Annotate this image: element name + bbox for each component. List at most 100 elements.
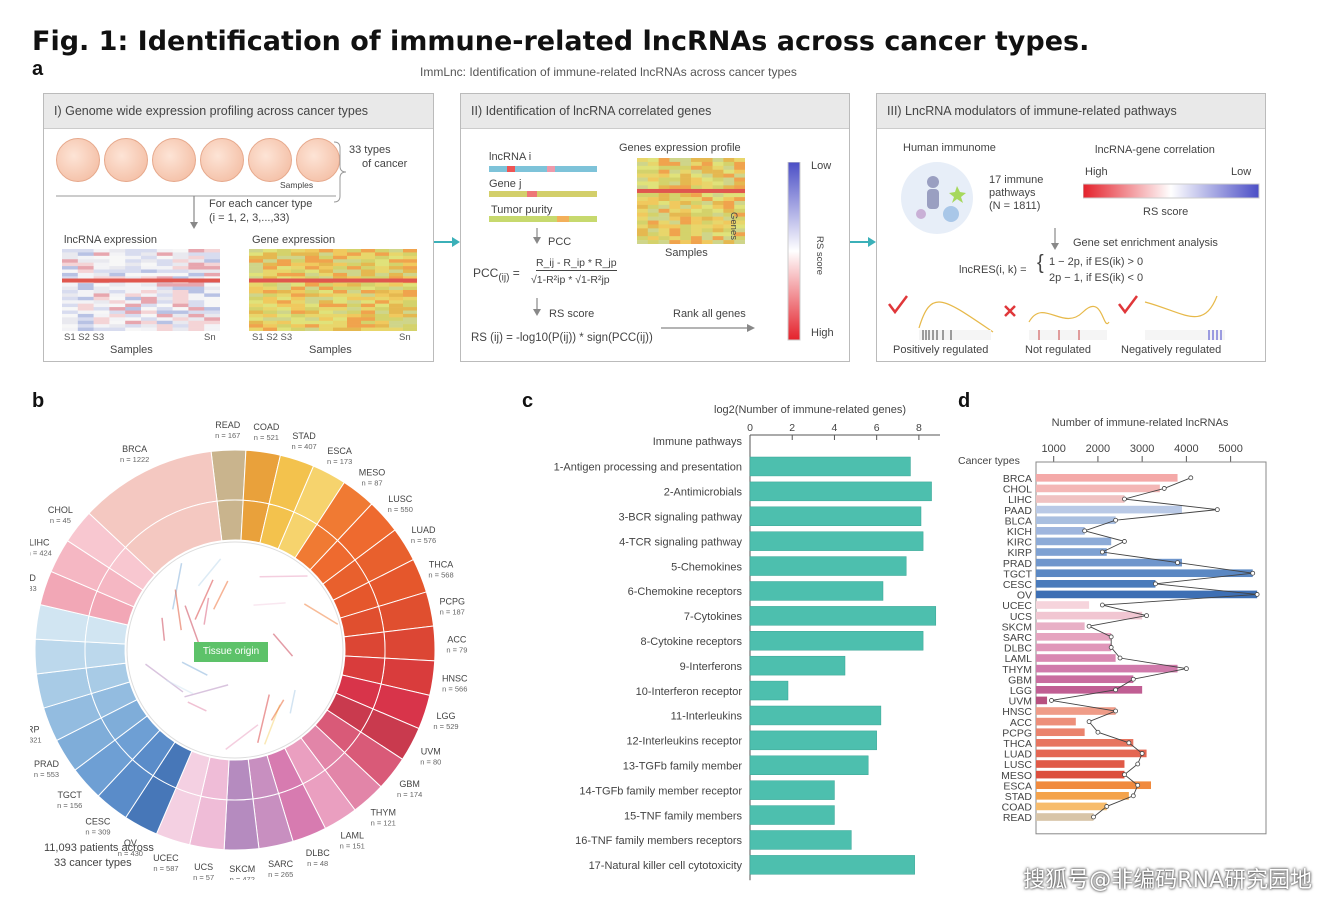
circos-cancer-n: n = 430 bbox=[118, 849, 143, 858]
heat-cell bbox=[691, 165, 703, 171]
heat-cell bbox=[62, 266, 79, 270]
heat-cell bbox=[62, 317, 79, 322]
chart-d-point bbox=[1183, 666, 1189, 672]
heat-cell bbox=[701, 177, 713, 182]
heat-cell bbox=[734, 197, 745, 202]
heat-cell bbox=[669, 224, 681, 229]
heat-cell bbox=[93, 303, 110, 308]
heat-cell bbox=[62, 262, 79, 267]
heat-cell bbox=[403, 262, 417, 267]
chart-d-bar bbox=[1036, 580, 1156, 588]
heat-cell bbox=[691, 204, 703, 210]
circos-cancer-label: LUSC bbox=[388, 494, 413, 504]
chart-c-bar bbox=[749, 805, 835, 825]
heat-cell bbox=[156, 249, 173, 253]
heat-cell bbox=[291, 293, 306, 298]
heat-cell bbox=[263, 290, 278, 294]
heat-cell bbox=[669, 177, 681, 182]
panel-b-footer-2: 33 cancer types bbox=[54, 857, 132, 869]
heat-cell bbox=[277, 259, 292, 263]
heat-cell bbox=[319, 313, 334, 318]
box2-arrows bbox=[533, 228, 755, 332]
heat-cell bbox=[77, 283, 94, 287]
chart-d-bar bbox=[1036, 686, 1143, 694]
circos-cancer-n: n = 183 bbox=[30, 584, 37, 593]
heat-cell bbox=[249, 300, 264, 304]
heat-cell bbox=[347, 320, 362, 325]
heat-cell bbox=[389, 266, 404, 270]
heat-cell bbox=[204, 296, 220, 301]
heat-cell bbox=[361, 255, 376, 260]
heat-cell bbox=[375, 249, 390, 253]
heat-cell bbox=[277, 310, 292, 315]
heat-cell bbox=[375, 313, 390, 318]
chart-c-bar bbox=[749, 531, 924, 551]
heat-cell bbox=[637, 240, 649, 244]
chart-d-point bbox=[1099, 549, 1105, 555]
heat-cell bbox=[691, 169, 703, 174]
heat-cell bbox=[680, 165, 692, 171]
heat-cell bbox=[156, 303, 173, 308]
chart-d-point bbox=[1122, 539, 1127, 544]
heat-cell bbox=[347, 276, 362, 281]
heat-cell bbox=[305, 303, 320, 308]
heat-cell bbox=[712, 208, 724, 214]
heat-cell bbox=[691, 181, 703, 186]
chart-c-tick-label: 6 bbox=[874, 422, 880, 434]
heat-cell bbox=[361, 269, 376, 274]
heat-cell bbox=[347, 296, 362, 301]
heat-cell bbox=[723, 240, 735, 244]
heat-cell bbox=[249, 296, 264, 301]
box1-lines bbox=[56, 141, 347, 229]
es-case-2: 2p − 1, if ES(ik) < 0 bbox=[1049, 272, 1144, 284]
heat-cell bbox=[389, 276, 404, 281]
heat-cell bbox=[319, 283, 334, 287]
chart-d-bar bbox=[1036, 781, 1151, 790]
heat-cell bbox=[204, 320, 220, 325]
heat-cell bbox=[188, 262, 205, 267]
chart-d-category-label: READ bbox=[1003, 812, 1033, 824]
chart-d-bar bbox=[1036, 717, 1076, 726]
heat-cell bbox=[691, 201, 703, 206]
heat-cell bbox=[172, 300, 189, 304]
heat-cell bbox=[263, 266, 278, 270]
circos-cancer-label: PAAD bbox=[30, 573, 36, 583]
heat-cell bbox=[319, 320, 334, 325]
heat-cell bbox=[680, 224, 692, 229]
chart-c-category-label: 16-TNF family members receptors bbox=[575, 835, 742, 847]
chart-c-tick-label: 2 bbox=[789, 422, 795, 434]
heat-cell bbox=[658, 161, 670, 167]
chart-c-tick-label: 4 bbox=[832, 422, 838, 434]
panel-a-box3: III) LncRNA modulators of immune-related… bbox=[876, 93, 1266, 362]
circos-cancer-n: n = 151 bbox=[340, 842, 365, 851]
highlight-row bbox=[249, 278, 417, 283]
circos-inner-curve bbox=[166, 679, 194, 695]
heat-cell bbox=[723, 161, 735, 167]
pathways-count: (N = 1811) bbox=[989, 200, 1041, 212]
chart-d-category-label: THCA bbox=[1003, 738, 1032, 750]
heat-cell bbox=[333, 317, 348, 322]
heat-cell bbox=[249, 249, 264, 253]
heat-cell bbox=[647, 204, 659, 210]
heat-cell bbox=[701, 216, 713, 221]
heat-cell bbox=[347, 272, 362, 277]
heat-cell bbox=[361, 324, 376, 328]
rs-formula: RS (ij) = -log10(P(ij)) * sign(PCC(ij)) bbox=[471, 332, 653, 344]
arrow-2-3 bbox=[850, 237, 876, 247]
pathways-label: 17 immune bbox=[989, 174, 1044, 186]
chart-c-tick-label: 0 bbox=[747, 422, 753, 434]
es-lhs: lncRES(i, k) = bbox=[959, 264, 1027, 276]
es-brace: { bbox=[1037, 252, 1044, 274]
heat-cell bbox=[249, 276, 264, 281]
heat-cell bbox=[291, 317, 306, 322]
chart-d-bar bbox=[1036, 611, 1143, 620]
heat-cell bbox=[77, 252, 94, 257]
heat-cell bbox=[249, 327, 264, 331]
heat-cell bbox=[701, 228, 713, 233]
heat-cell bbox=[403, 307, 417, 311]
chart-d-point bbox=[1122, 772, 1127, 778]
circos-cancer-n: n = 57 bbox=[193, 873, 214, 880]
heat-cell bbox=[375, 259, 390, 263]
circos-cancer-label: SARC bbox=[268, 859, 294, 869]
heat-cell bbox=[319, 252, 334, 257]
